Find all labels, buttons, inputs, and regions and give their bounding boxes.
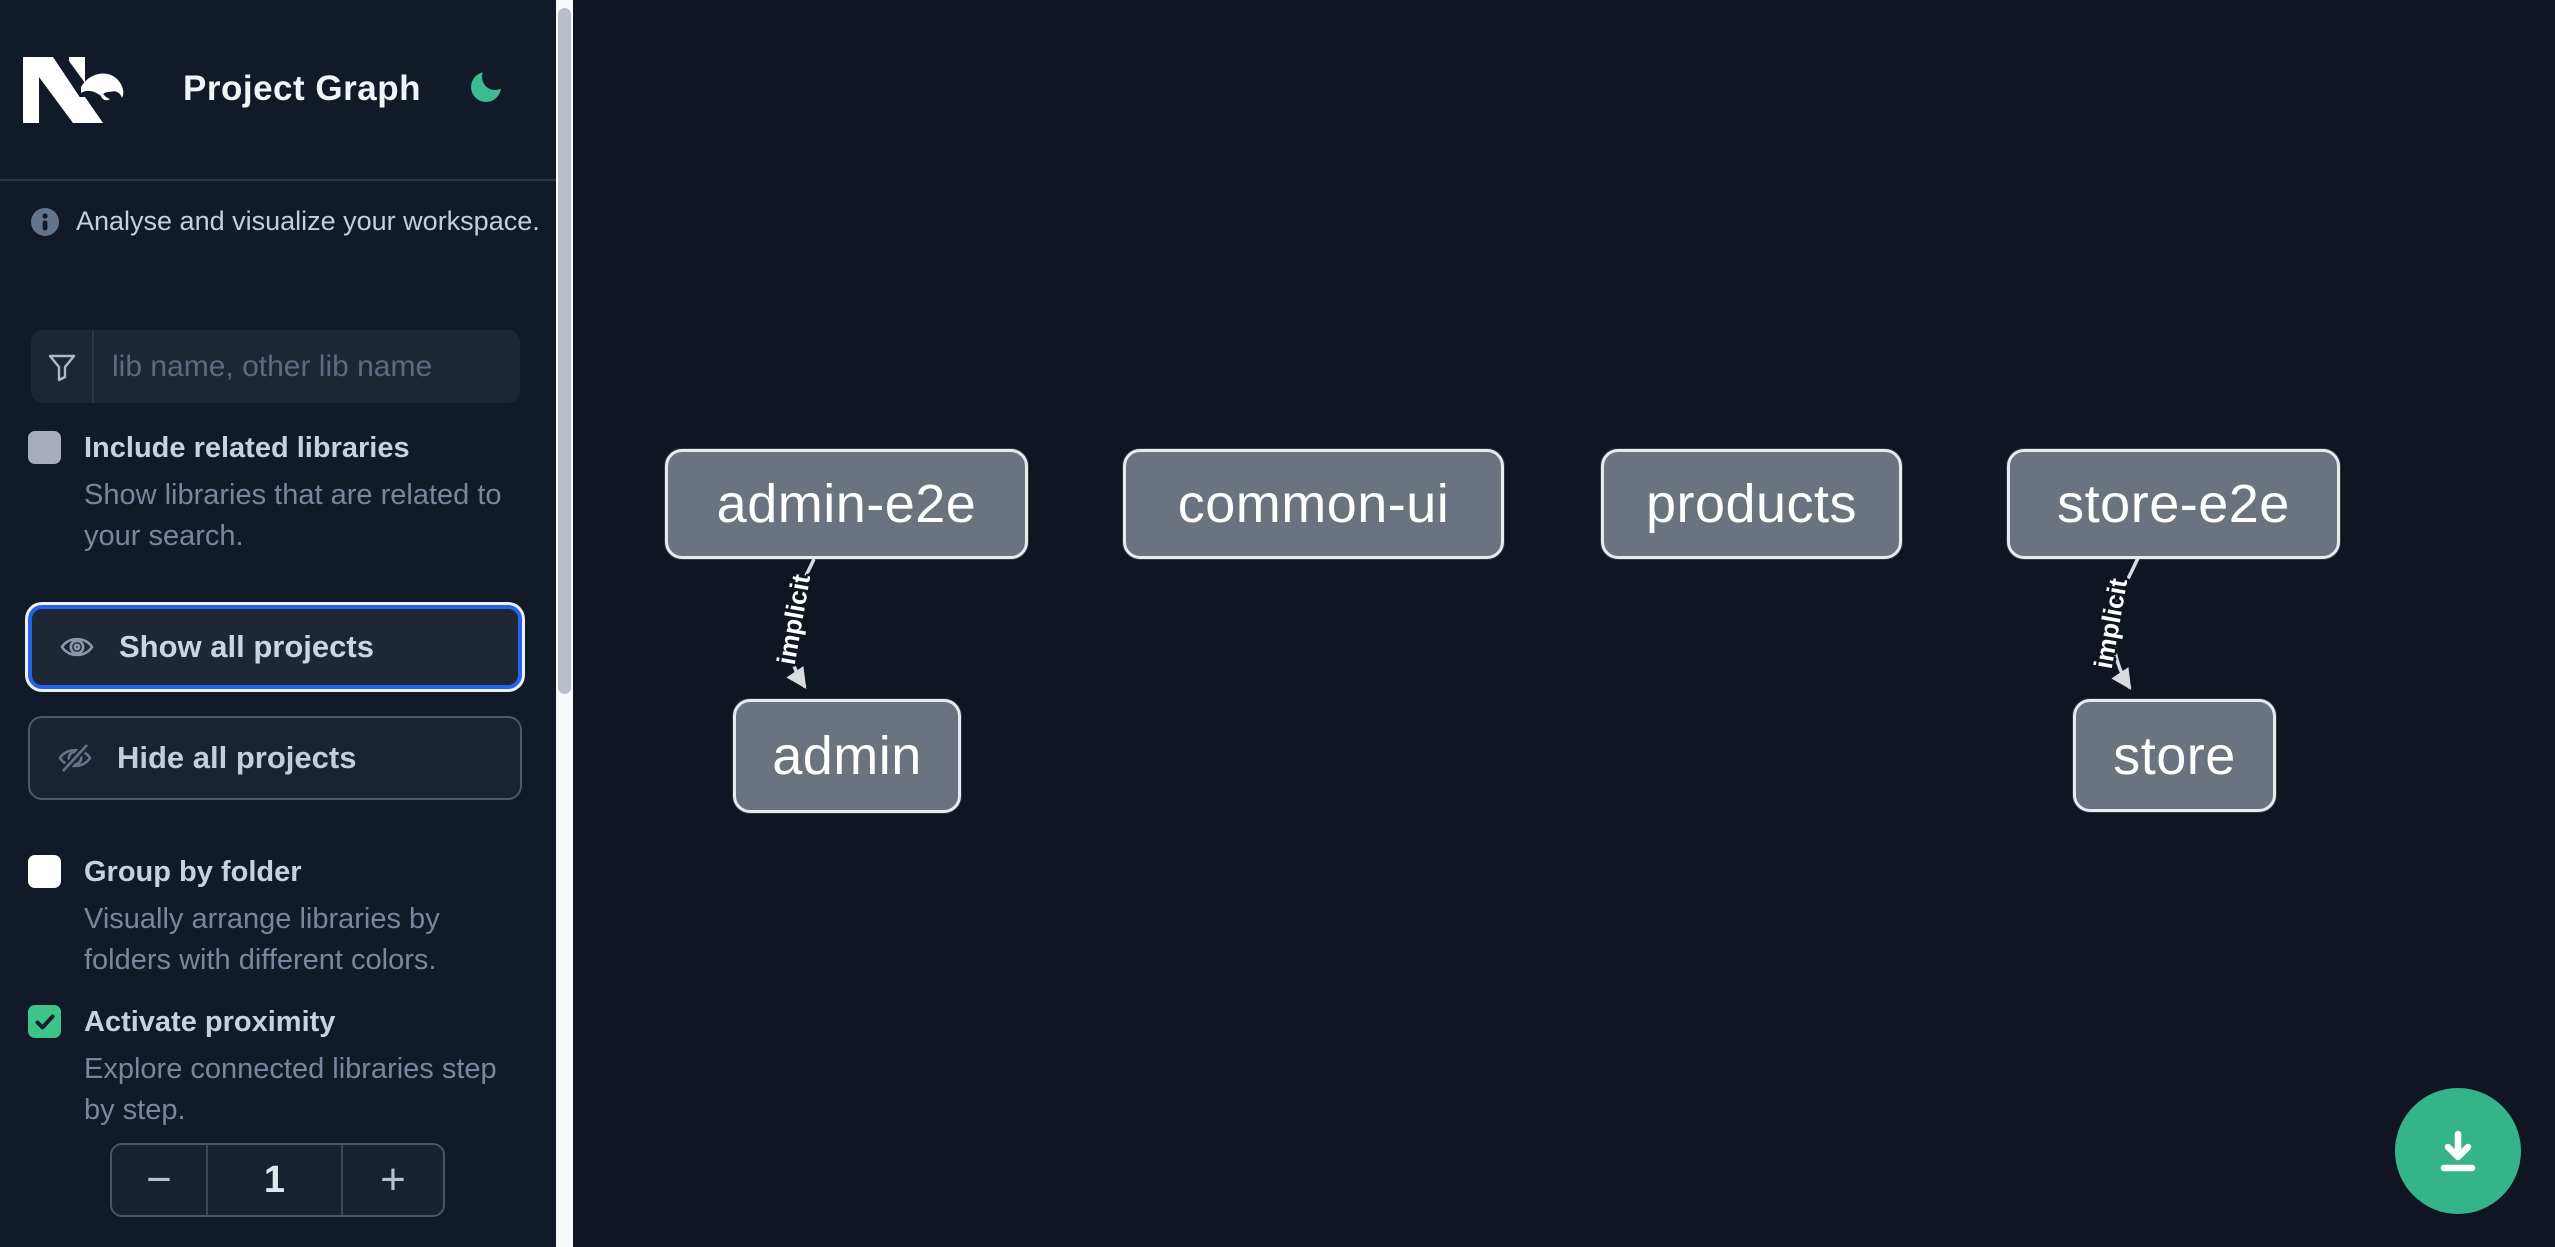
group-by-folder-checkbox[interactable] — [28, 855, 61, 888]
eye-slash-icon — [58, 742, 92, 774]
filter-icon-segment — [31, 330, 94, 403]
graph-node-admin-e2e[interactable]: admin-e2e — [665, 449, 1028, 559]
increment-button[interactable]: + — [343, 1145, 443, 1215]
graph-node-common-ui[interactable]: common-ui — [1123, 449, 1504, 559]
graph-canvas[interactable] — [573, 0, 2555, 1247]
sidebar-scrollbar[interactable] — [556, 0, 573, 1247]
include-related-checkbox[interactable] — [28, 431, 61, 464]
page-title: Project Graph — [183, 69, 421, 108]
workspace-info: Analyse and visualize your workspace. — [31, 206, 540, 237]
proximity-depth-value: 1 — [208, 1145, 343, 1215]
option-include-related: Include related libraries Show libraries… — [28, 431, 528, 561]
graph-node-products[interactable]: products — [1601, 449, 1902, 559]
nx-logo-icon — [23, 57, 124, 123]
description-line: Show libraries that are related to — [84, 479, 502, 511]
checkmark-icon — [35, 1014, 54, 1029]
decrement-button[interactable]: − — [112, 1145, 208, 1215]
description-line: Visually arrange libraries by — [84, 903, 440, 935]
sidebar-header: Project Graph — [0, 0, 556, 179]
hide-all-label: Hide all projects — [117, 740, 357, 775]
funnel-icon — [48, 354, 75, 381]
graph-node-store-e2e[interactable]: store-e2e — [2007, 449, 2340, 559]
option-activate-proximity: Activate proximity Explore connected lib… — [28, 1005, 528, 1135]
description-line: your search. — [84, 520, 244, 552]
show-all-projects-button[interactable]: Show all projects — [28, 605, 522, 689]
description-line: folders with different colors. — [84, 944, 437, 976]
filter-box — [31, 330, 520, 403]
option-group-by-folder: Group by folder Visually arrange librari… — [28, 855, 528, 985]
option-label: Group by folder — [84, 856, 302, 888]
eye-icon — [60, 637, 94, 657]
proximity-depth-stepper: − 1 + — [110, 1143, 445, 1217]
info-icon — [31, 207, 59, 236]
graph-node-admin[interactable]: admin — [733, 699, 961, 813]
option-description: Visually arrange libraries by folders wi… — [84, 899, 440, 981]
show-all-label: Show all projects — [119, 629, 374, 664]
sidebar: Project Graph An — [0, 0, 573, 1247]
option-description: Explore connected libraries step by step… — [84, 1049, 497, 1131]
activate-proximity-checkbox[interactable] — [28, 1005, 61, 1038]
download-icon — [2440, 1130, 2476, 1172]
graph-node-store[interactable]: store — [2073, 699, 2276, 812]
option-label: Activate proximity — [84, 1006, 336, 1038]
library-filter-input[interactable] — [94, 330, 520, 403]
description-line: Explore connected libraries step — [84, 1053, 497, 1085]
header-divider — [0, 179, 556, 181]
moon-icon — [471, 72, 501, 102]
scrollbar-thumb[interactable] — [558, 8, 571, 694]
info-text: Analyse and visualize your workspace. — [76, 206, 540, 236]
download-graph-button[interactable] — [2395, 1088, 2521, 1214]
hide-all-projects-button[interactable]: Hide all projects — [28, 716, 522, 800]
option-description: Show libraries that are related to your … — [84, 475, 502, 557]
description-line: by step. — [84, 1094, 186, 1126]
option-label: Include related libraries — [84, 432, 410, 464]
dark-mode-toggle[interactable] — [467, 67, 509, 109]
